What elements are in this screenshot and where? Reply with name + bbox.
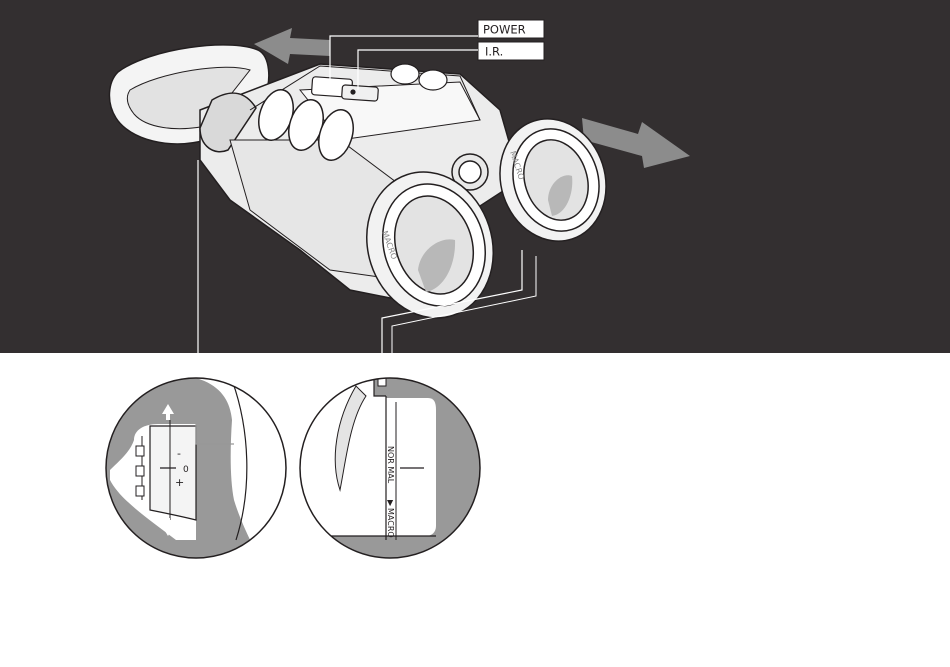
- diopter-minus-label: -: [177, 447, 181, 460]
- diopter-detail-inset: - 0 +: [100, 370, 320, 560]
- focus-macro-label: MACRO: [386, 508, 395, 538]
- focus-macro-arrow-icon: ▶: [386, 500, 395, 507]
- focus-mode-detail-inset: NOR MAL ▶ MACRO: [300, 376, 480, 558]
- power-label: POWER: [483, 23, 526, 37]
- diopter-plus-label: +: [175, 476, 184, 489]
- focus-normal-label: NOR MAL: [386, 446, 395, 484]
- diopter-zero-label: 0: [183, 465, 189, 475]
- ir-label: I.R.: [485, 45, 503, 59]
